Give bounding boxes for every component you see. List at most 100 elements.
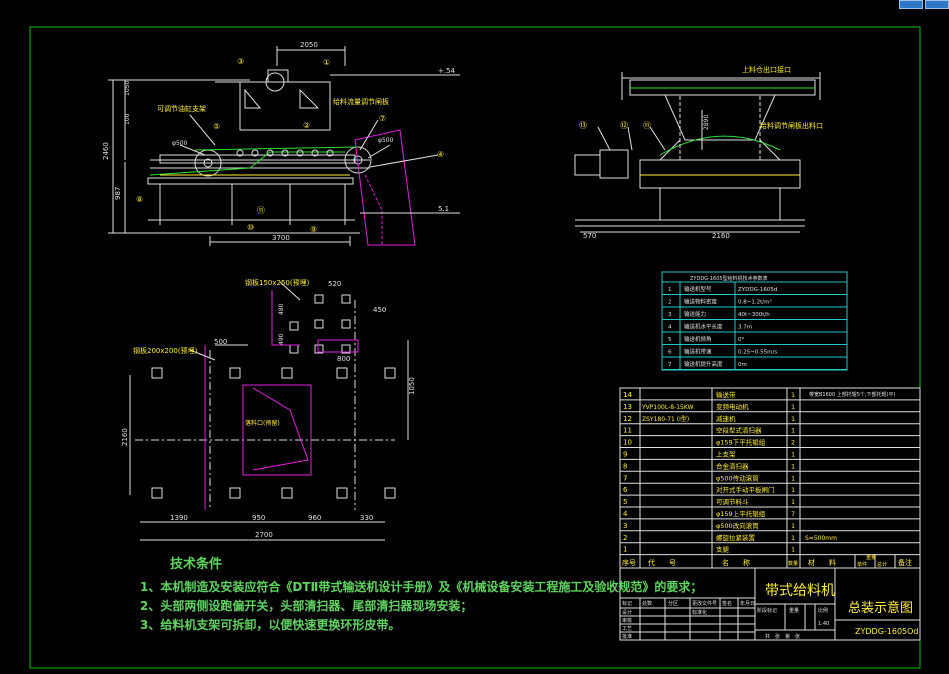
bom-name: 对开式手动平板闸门 xyxy=(716,485,775,494)
bom-qty: 1 xyxy=(791,415,795,423)
role-standard: 标准化 xyxy=(692,609,707,616)
dim-1050: 1050 xyxy=(124,81,131,96)
foundation-plan xyxy=(129,281,409,541)
bom-code: ZSY180-71 (I型) xyxy=(642,415,689,423)
bom-qty: 1 xyxy=(791,474,795,482)
param-name: 输送机型号 xyxy=(684,285,712,293)
param-name: 输送物料密度 xyxy=(684,298,718,306)
rev-date: 年月日 xyxy=(740,600,755,607)
bom-no: 11 xyxy=(623,427,632,435)
param-name: 输送机倾角 xyxy=(684,335,712,343)
dim-520: 520 xyxy=(328,280,341,288)
param-no: 2 xyxy=(668,300,672,306)
bom-no: 8 xyxy=(623,462,627,470)
ctrl-btn-1[interactable] xyxy=(899,0,923,9)
dim-side-left: 570 xyxy=(583,232,596,240)
rev-sign: 签名 xyxy=(722,600,732,607)
param-no: 1 xyxy=(668,287,672,293)
param-no: 6 xyxy=(668,350,672,356)
drawing-frame xyxy=(29,26,921,669)
bom-no: 6 xyxy=(623,486,628,494)
dim-1050-plan: 1050 xyxy=(408,377,416,395)
dim-side-w: 2160 xyxy=(712,232,730,240)
dim-960: 960 xyxy=(308,514,321,522)
bom-qty: 1 xyxy=(791,498,795,506)
bom-name: 输送带 xyxy=(716,390,736,399)
param-name: 输送机带速 xyxy=(684,348,712,356)
dim-987: 987 xyxy=(114,187,122,200)
foundation-plan-text: 钢板150x250(预埋) 钢板200x200(预埋) 落料口(预留) 520 … xyxy=(121,278,416,539)
bom-qty: 1 xyxy=(791,546,795,554)
bom-qty: 1 xyxy=(791,391,795,399)
label-top-port: 上料仓出口接口 xyxy=(742,65,791,74)
param-no: 7 xyxy=(668,362,672,368)
rev-count: 处数 xyxy=(642,600,652,607)
dim-2700: 2700 xyxy=(255,531,273,539)
side-balloon-11: ⑪ xyxy=(643,121,651,130)
balloon-7: ⑦ xyxy=(379,114,386,123)
bom-qty: 1 xyxy=(791,522,795,530)
bom-head-remark: 备注 xyxy=(898,558,912,567)
balloon-10: ⑩ xyxy=(247,223,254,232)
param-value: 0.8~1.2t/m³ xyxy=(738,299,772,306)
bom-no: 5 xyxy=(623,498,627,506)
bom-no: 13 xyxy=(623,403,632,411)
dim-3700: 3700 xyxy=(272,234,290,242)
bom-name: 可调节料斗 xyxy=(716,497,749,506)
bom-name: φ159上平托辊组 xyxy=(716,509,766,518)
param-value: 0.25~0.55m/s xyxy=(738,350,777,356)
side-elevation-text: 上料仓出口接口 给料调节闸板出料口 2890 2160 570 ⑬ ⑫ ⑪ xyxy=(579,65,823,240)
dim-500: 500 xyxy=(214,338,227,346)
dim-1390: 1390 xyxy=(170,514,188,522)
title-block xyxy=(619,567,921,641)
bom-head-total: 总计 xyxy=(877,561,887,568)
bom-head-weight: 重量 xyxy=(866,554,876,561)
label-flow-gate: 给料流量调节闸板 xyxy=(333,97,389,106)
side-elevation xyxy=(574,72,821,233)
bom-no: 4 xyxy=(623,510,628,518)
param-name: 输送机水平长度 xyxy=(684,323,723,331)
bom-qty: 7 xyxy=(791,510,795,518)
balloon-8: ⑧ xyxy=(136,195,143,204)
scale-label: 比例 xyxy=(818,607,828,614)
dim-950: 950 xyxy=(252,514,265,522)
param-name: 输送机提升高度 xyxy=(684,360,723,368)
bom-name: φ500改向滚筒 xyxy=(716,521,759,530)
bom-qty: 1 xyxy=(791,403,795,411)
dim-100: 100 xyxy=(124,113,131,125)
param-value: 0m xyxy=(738,362,747,368)
scale-value: 1:40 xyxy=(818,621,829,627)
balloon-11: ⑪ xyxy=(257,206,265,215)
bom-note: 带宽B1600 上部托辊5个,下部托辊(平) xyxy=(809,391,895,398)
balloon-3: ③ xyxy=(237,57,244,66)
bom-qty: 1 xyxy=(791,451,795,459)
balloon-5: ⑤ xyxy=(213,122,220,131)
bom-no: 3 xyxy=(623,522,627,530)
bom-qty: 2 xyxy=(791,439,795,447)
front-elevation-text: 2050 2460 1050 100 987 3700 φ500 φ500 +.… xyxy=(102,41,456,242)
dim-480: 480 xyxy=(278,303,285,315)
label-steel-200x200: 钢板200x200(预埋) xyxy=(133,346,198,355)
bom-name: 减速机 xyxy=(716,414,736,423)
weight-label: 重量 xyxy=(789,607,799,614)
label-opening: 落料口(预留) xyxy=(245,419,280,427)
dim-phi500-b: φ500 xyxy=(378,137,394,144)
bom-no: 9 xyxy=(623,451,627,459)
dim-2460: 2460 xyxy=(102,142,110,160)
bom-head-qty: 数量 xyxy=(788,560,798,567)
bom-material: S=500mm xyxy=(805,535,837,542)
param-value: 3.7m xyxy=(738,325,752,331)
param-name: 输送能力 xyxy=(684,310,706,318)
bom-no: 1 xyxy=(623,546,627,554)
param-value: 40t~300t/h xyxy=(738,312,770,318)
label-adjustable-support: 可调节油缸支架 xyxy=(157,104,206,113)
bom-name: 螺旋拉紧装置 xyxy=(716,533,756,542)
elevation-bottom: 5.1 xyxy=(438,205,449,213)
bom-no: 2 xyxy=(623,534,627,542)
dim-450: 450 xyxy=(373,306,386,314)
role-design: 设计 xyxy=(622,609,632,616)
role-review: 审核 xyxy=(622,617,632,624)
drawing-title: 总装示意图 xyxy=(848,600,913,616)
